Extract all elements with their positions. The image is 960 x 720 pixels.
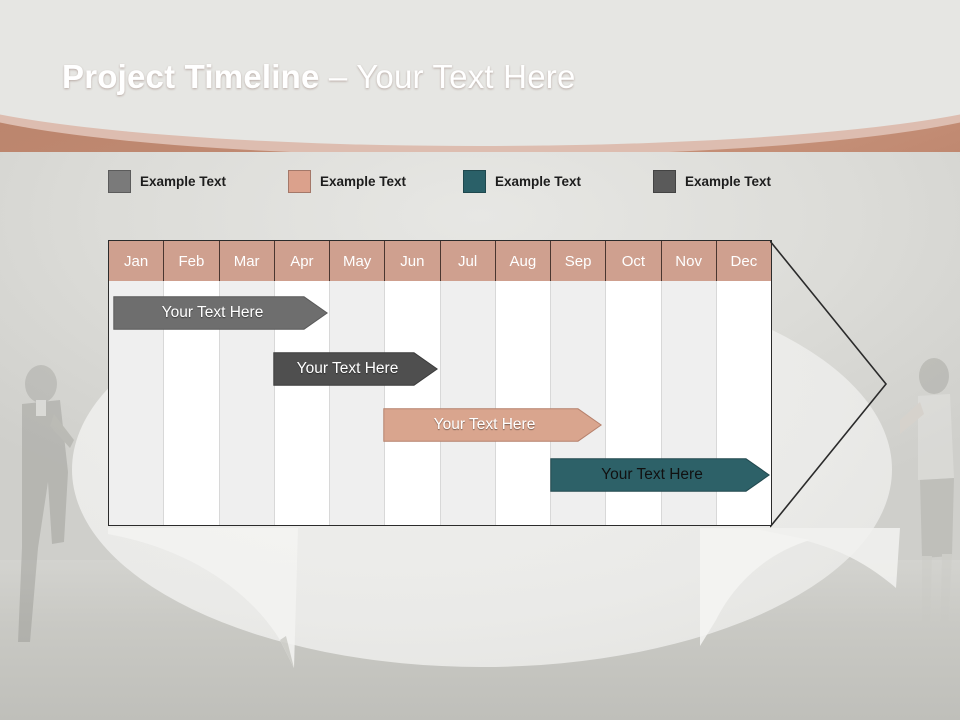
task-bar[interactable]: Your Text Here xyxy=(113,296,328,330)
legend: Example Text Example Text Example Text Exam… xyxy=(108,170,808,194)
month-header-cell[interactable]: Feb xyxy=(164,241,220,281)
legend-label: Example Text xyxy=(495,174,582,189)
month-header-cell[interactable]: Aug xyxy=(495,241,551,281)
timeline-column xyxy=(330,281,386,525)
background-ribbon-left xyxy=(108,528,298,668)
task-bar[interactable]: Your Text Here xyxy=(383,408,602,442)
month-header-cell[interactable]: Sep xyxy=(551,241,607,281)
task-bar[interactable]: Your Text Here xyxy=(550,458,770,492)
month-header-cell[interactable]: Jun xyxy=(385,241,441,281)
page-title: Project Timeline – Your Text Here xyxy=(62,58,576,96)
month-header-cell[interactable]: Oct xyxy=(606,241,662,281)
background-ribbon-right xyxy=(700,528,900,646)
legend-label: Example Text xyxy=(685,174,772,189)
legend-label: Example Text xyxy=(320,174,407,189)
legend-item-2[interactable]: Example Text xyxy=(288,170,406,193)
person-left-silhouette xyxy=(18,365,74,642)
month-header-cell[interactable]: May xyxy=(330,241,386,281)
month-header-cell[interactable]: Dec xyxy=(716,241,771,281)
legend-swatch-icon xyxy=(653,170,676,193)
legend-swatch-icon xyxy=(463,170,486,193)
task-bar-arrow-icon xyxy=(113,296,328,330)
page-title-bold: Project Timeline xyxy=(62,58,320,95)
header-arc-white xyxy=(0,0,960,146)
legend-label: Example Text xyxy=(140,174,227,189)
legend-item-4[interactable]: Example Text xyxy=(653,170,771,193)
task-bar-arrow-icon xyxy=(273,352,438,386)
timeline-arrow-head xyxy=(770,240,888,528)
timeline-column xyxy=(495,281,551,525)
month-header-cell[interactable]: Apr xyxy=(274,241,330,281)
header-band xyxy=(0,0,960,152)
month-header-cell[interactable]: Mar xyxy=(219,241,275,281)
legend-swatch-icon xyxy=(108,170,131,193)
legend-item-1[interactable]: Example Text xyxy=(108,170,226,193)
month-header-cell[interactable]: Jul xyxy=(440,241,496,281)
timeline-column xyxy=(440,281,496,525)
task-bar-arrow-icon xyxy=(550,458,770,492)
legend-item-3[interactable]: Example Text xyxy=(463,170,581,193)
page-title-rest: – Your Text Here xyxy=(319,58,576,95)
legend-swatch-icon xyxy=(288,170,311,193)
task-bar[interactable]: Your Text Here xyxy=(273,352,438,386)
task-bar-arrow-icon xyxy=(383,408,602,442)
timeline-column xyxy=(385,281,441,525)
month-header-cell[interactable]: Jan xyxy=(109,241,165,281)
month-header-cell[interactable]: Nov xyxy=(661,241,717,281)
person-right-silhouette xyxy=(900,358,954,636)
